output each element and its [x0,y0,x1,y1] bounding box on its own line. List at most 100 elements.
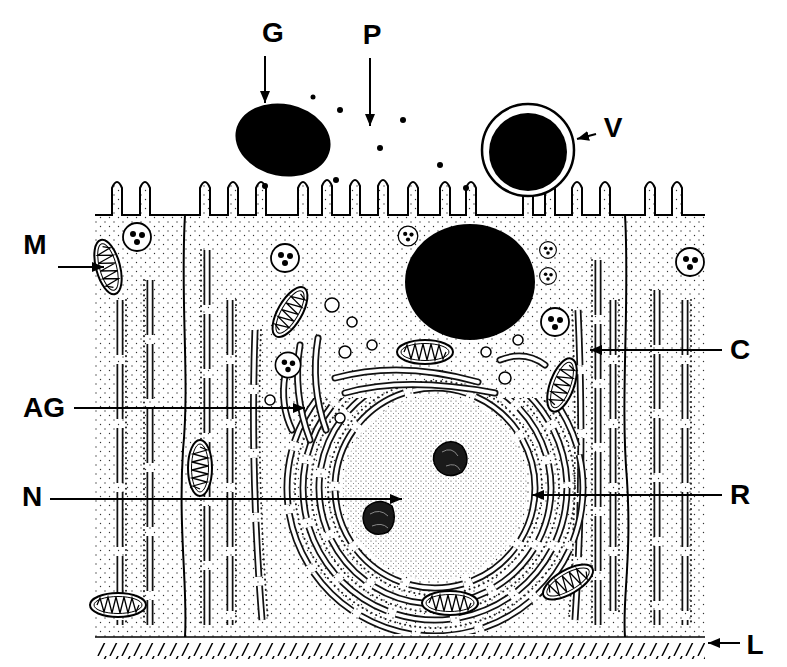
rough-er [610,300,617,615]
mitochondrion [538,558,598,607]
secretory-vesicle [123,223,151,251]
golgi-apparatus [335,370,478,382]
golgi-apparatus [500,356,545,365]
rough-er [254,330,262,620]
golgi-apparatus [339,346,351,358]
nucleus [442,450,460,470]
rough-er [319,398,551,604]
rough-er [200,250,202,625]
golgi-apparatus [335,413,345,423]
nucleus [328,381,542,595]
part-label: V [604,114,623,142]
mitochondrion [188,440,212,496]
secretion-granule [405,224,535,340]
golgi-apparatus [367,340,377,350]
rough-er [654,290,661,625]
rough-er [287,398,583,634]
leader-arrow [74,407,305,409]
rough-er [204,250,211,625]
part-label: M [23,231,46,259]
leader-arrow [58,266,104,268]
rough-er [650,290,652,625]
rough-er [295,398,575,628]
nucleus [363,501,394,534]
cell-membranes [624,215,628,637]
cell-membranes [95,636,705,638]
microvilli [95,180,705,215]
secretory-vesicle [271,244,299,272]
part-label: L [746,631,763,659]
golgi-apparatus [345,385,495,394]
secretion-granule [229,95,338,185]
rough-er [125,300,127,625]
leader-arrow [50,56,740,643]
leader-arrow [50,498,402,500]
rough-er [311,398,559,612]
rough-er [117,300,124,625]
leader-arrow [708,642,740,644]
secretory-vesicle [275,352,300,377]
leader-arrow [532,494,722,496]
rough-er [235,300,237,625]
rough-er [655,290,659,625]
leader-arrow [590,349,722,351]
rough-er [690,300,692,625]
part-label: G [262,19,284,47]
golgi-apparatus [315,338,326,430]
cell-membranes [182,215,186,637]
rough-er [319,398,551,604]
rough-er [618,300,620,615]
nucleus [343,396,527,580]
rough-er [143,280,145,625]
basal-lamina [95,643,705,659]
rough-er [228,300,232,625]
golgi-apparatus [265,395,275,405]
nucleus [370,511,388,528]
rough-er [287,398,583,634]
microvilli [95,180,705,215]
secretion-particle [262,95,469,192]
nucleus [433,442,467,476]
rough-er [595,260,602,625]
nucleus [335,388,535,588]
secretion-particle [437,162,443,168]
secretion-particle [463,185,469,191]
rough-er [683,300,687,625]
secretory-vesicle [540,268,557,285]
mitochondrion [266,282,315,342]
part-label: R [730,481,750,509]
golgi-apparatus [481,347,491,357]
secretory-vesicle [540,242,557,259]
rough-er [254,330,262,620]
mitochondrion [422,591,478,615]
secretory-vesicle [398,226,418,246]
rough-er [118,300,122,625]
golgi-apparatus [513,335,523,345]
secretion-granule [482,104,574,196]
mitochondrion [541,355,583,416]
rough-er [682,300,689,625]
secretion-granule [229,95,574,340]
basal-lamina [95,643,705,659]
rough-er [596,260,600,625]
secretion-particle [337,107,343,113]
mitochondrion [397,340,453,364]
golgi-apparatus [284,375,292,430]
rough-er [260,330,268,620]
leader-arrow [369,58,371,126]
nucleus [335,388,535,588]
part-label: AG [23,394,65,422]
part-label: C [730,336,750,364]
secretion-particle [333,177,339,183]
rough-er [287,398,583,634]
rough-er [303,398,567,620]
rough-er [147,280,154,625]
rough-er [611,300,615,615]
secretion-particle [311,95,316,100]
golgi-apparatus [284,375,292,430]
golgi-apparatus [325,298,339,312]
part-label: N [22,483,42,511]
rough-er [303,398,567,620]
